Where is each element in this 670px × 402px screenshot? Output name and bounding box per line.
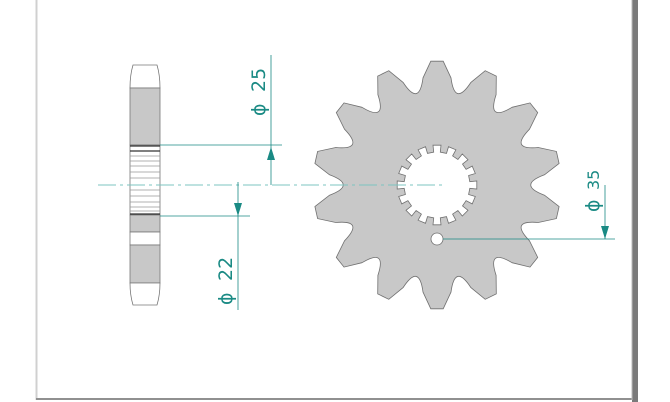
phi-symbol: ϕ	[215, 292, 237, 305]
phi-symbol: ϕ	[582, 199, 604, 212]
dimension-value: 35	[584, 170, 603, 190]
dimension-hole-circle-35	[443, 185, 615, 240]
frame-right-shadow	[632, 0, 638, 402]
mounting-hole	[430, 232, 444, 246]
dimension-bore-25	[160, 55, 282, 185]
dimension-hub-22	[160, 182, 250, 310]
dimension-value: 22	[215, 257, 237, 281]
dimension-value: 25	[248, 68, 270, 92]
sprocket-front-view	[314, 60, 560, 310]
phi-symbol: ϕ	[248, 103, 270, 116]
sprocket-side-view	[129, 64, 161, 306]
